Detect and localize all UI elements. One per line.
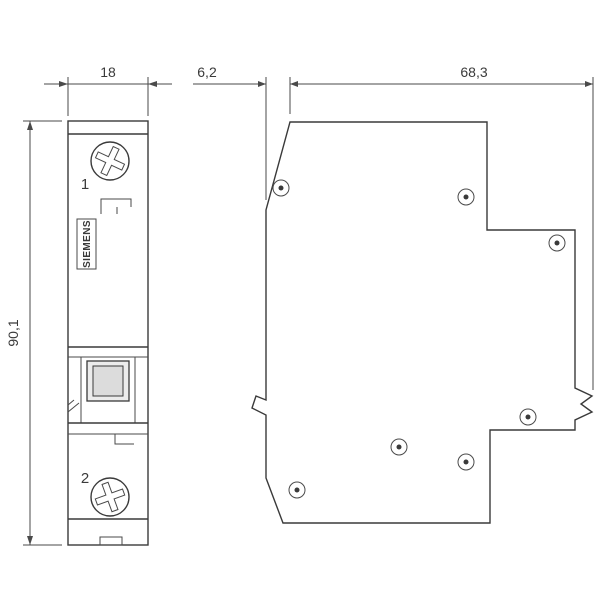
dimension-front-offset-label: 6,2 (197, 64, 217, 80)
dimension-height: 90,1 (5, 120, 62, 546)
terminal-1-label: 1 (81, 176, 89, 193)
brand-label: SIEMENS (82, 220, 93, 268)
dimension-front-offset: 6,2 (193, 64, 291, 200)
terminal-clamp-detail (100, 198, 132, 214)
rivet (272, 179, 290, 197)
terminal-screw-top (90, 141, 130, 181)
rivet (457, 453, 475, 471)
phillips-screw-icon (94, 145, 126, 177)
front-view: 1 SIEMENS 2 (67, 120, 149, 546)
dimension-depth-label: 68,3 (460, 64, 487, 80)
side-view-outline (251, 121, 594, 524)
terminal-screw-bottom (90, 477, 130, 517)
rivet-pins (272, 179, 566, 499)
rivet (288, 481, 306, 499)
brand-label-box (76, 218, 97, 270)
toggle-switch (67, 357, 136, 423)
rivet (457, 188, 475, 206)
rivet (519, 408, 537, 426)
dimension-height-label: 90,1 (5, 319, 21, 346)
bottom-tab (99, 536, 123, 546)
dimension-width-label: 18 (100, 64, 116, 80)
phillips-screw-icon (94, 481, 126, 513)
side-view (251, 121, 594, 524)
dimension-width: 18 (44, 64, 172, 116)
rivet (548, 234, 566, 252)
terminal-2-label: 2 (81, 470, 89, 487)
lower-step-detail (114, 434, 134, 445)
rivet (390, 438, 408, 456)
latch-detail-left (67, 399, 80, 413)
dimension-depth: 68,3 (290, 64, 594, 390)
